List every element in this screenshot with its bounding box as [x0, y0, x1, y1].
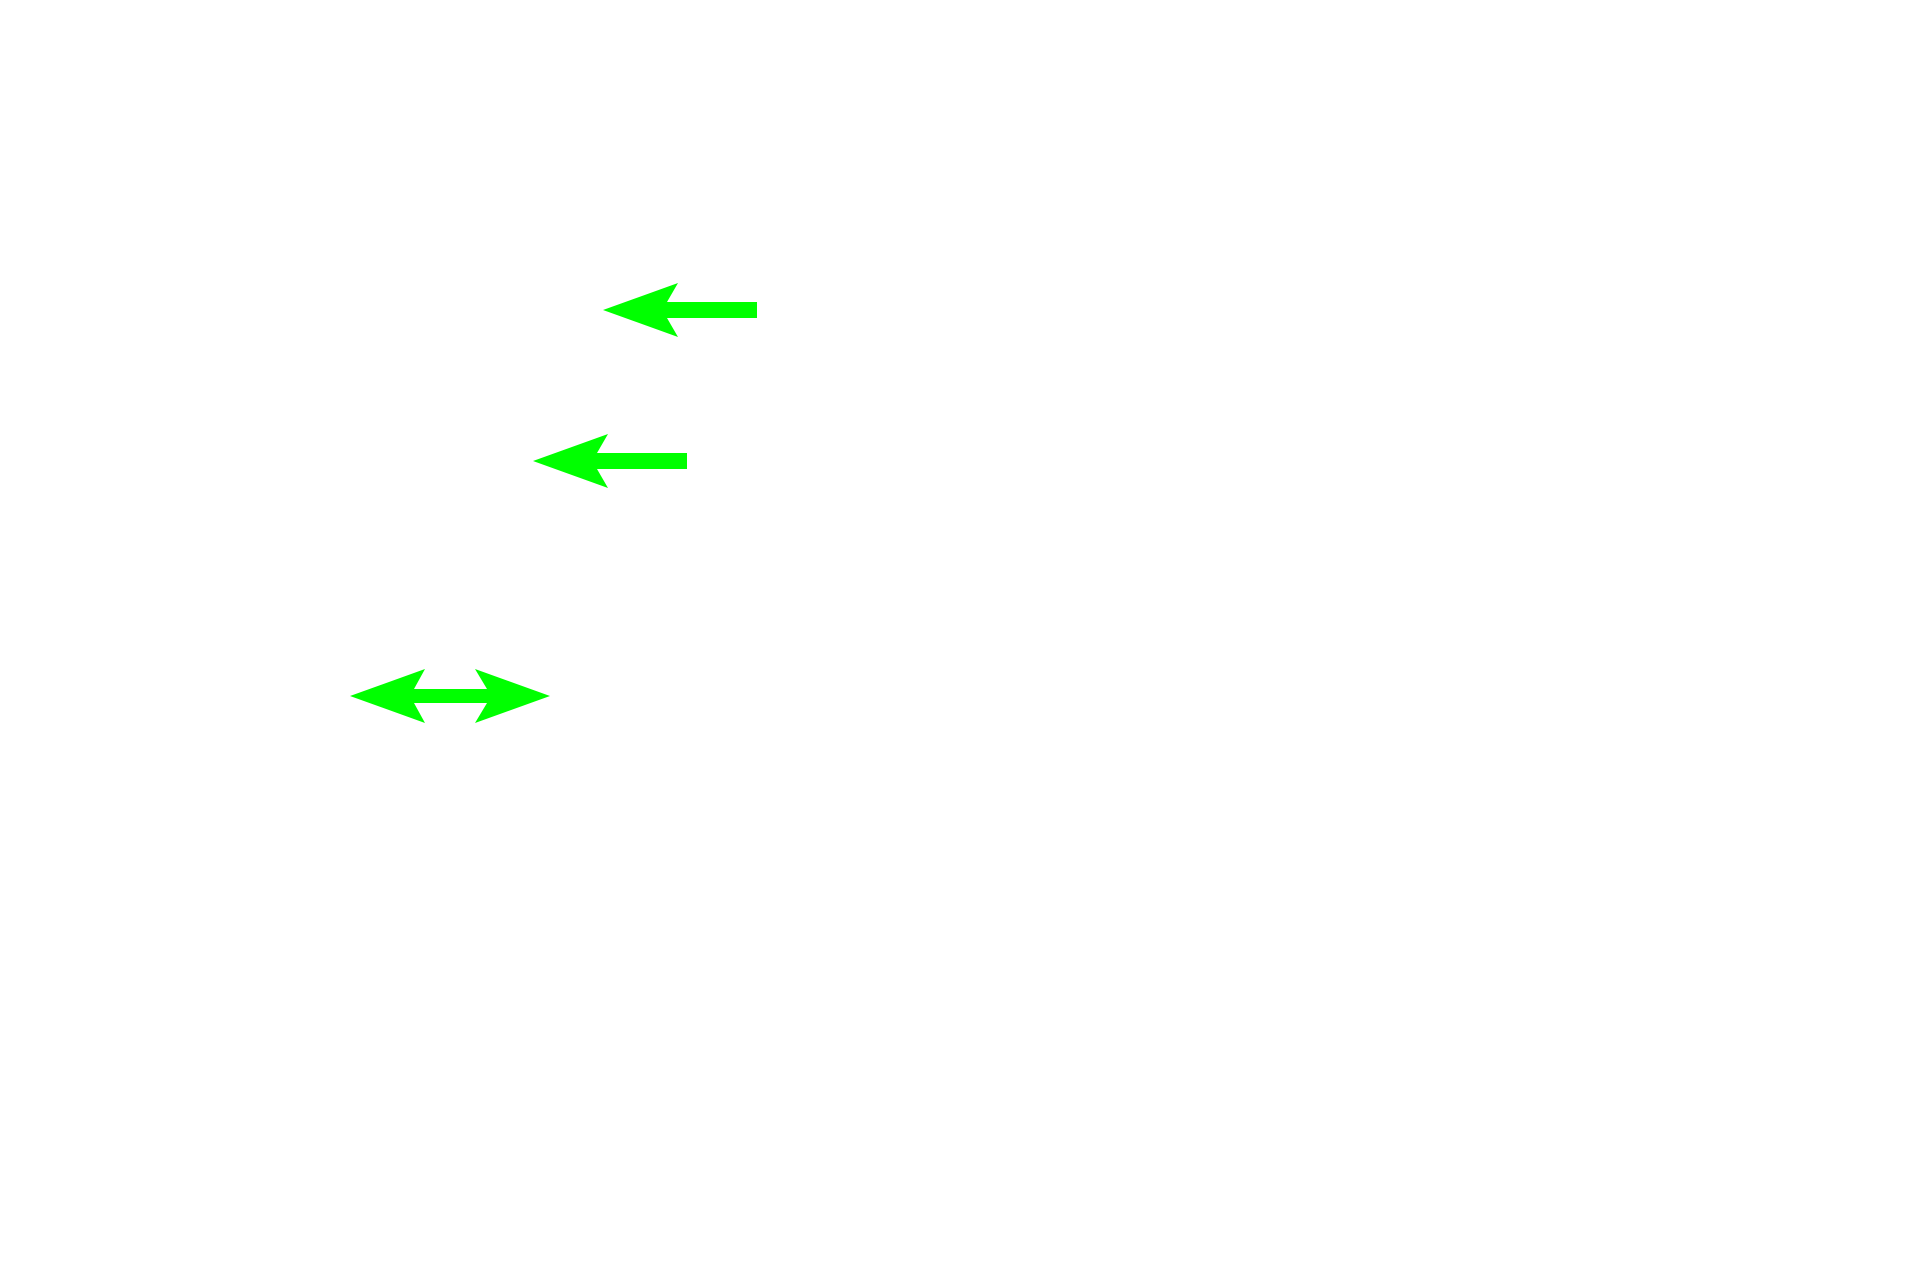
arrow-left-icon [533, 434, 687, 488]
arrow-left-icon [603, 283, 757, 337]
double-arrow-horizontal-icon [350, 669, 550, 723]
